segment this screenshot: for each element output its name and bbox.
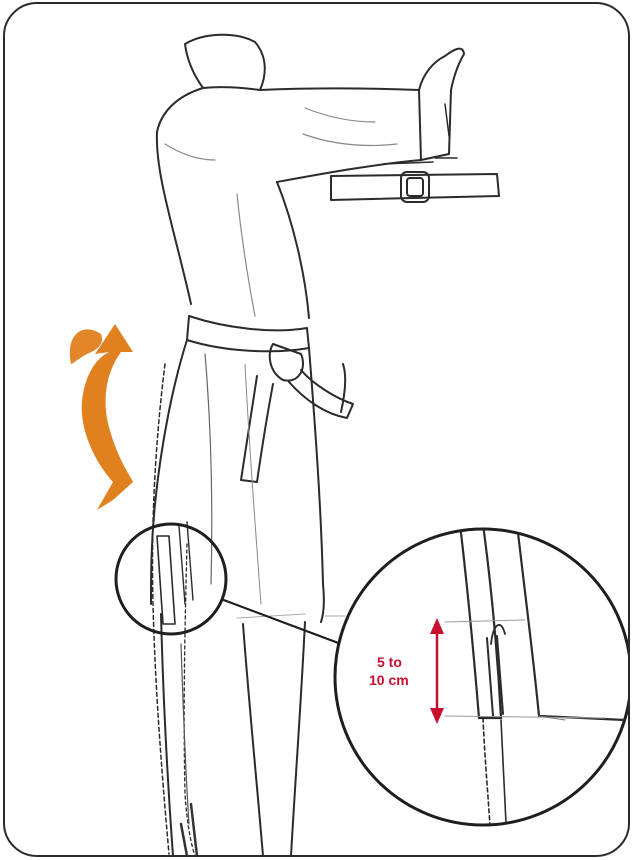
gown-illustration: 5 to 10 cm <box>5 4 630 857</box>
curved-arrow-icon <box>70 324 133 510</box>
gown-upper-body <box>157 88 309 318</box>
gown-collar <box>185 35 265 90</box>
magnifier-circle <box>116 524 226 634</box>
hand <box>419 49 464 160</box>
legs <box>161 614 305 856</box>
gown-skirt <box>151 340 324 622</box>
zoom-label-line2: 10 cm <box>369 672 409 688</box>
zoom-label-line1: 5 to <box>377 654 402 670</box>
gown-back-edge <box>153 364 170 854</box>
illustration-card: 5 to 10 cm <box>3 2 630 857</box>
waist-tie <box>187 316 309 351</box>
gown-sleeve <box>260 89 421 183</box>
